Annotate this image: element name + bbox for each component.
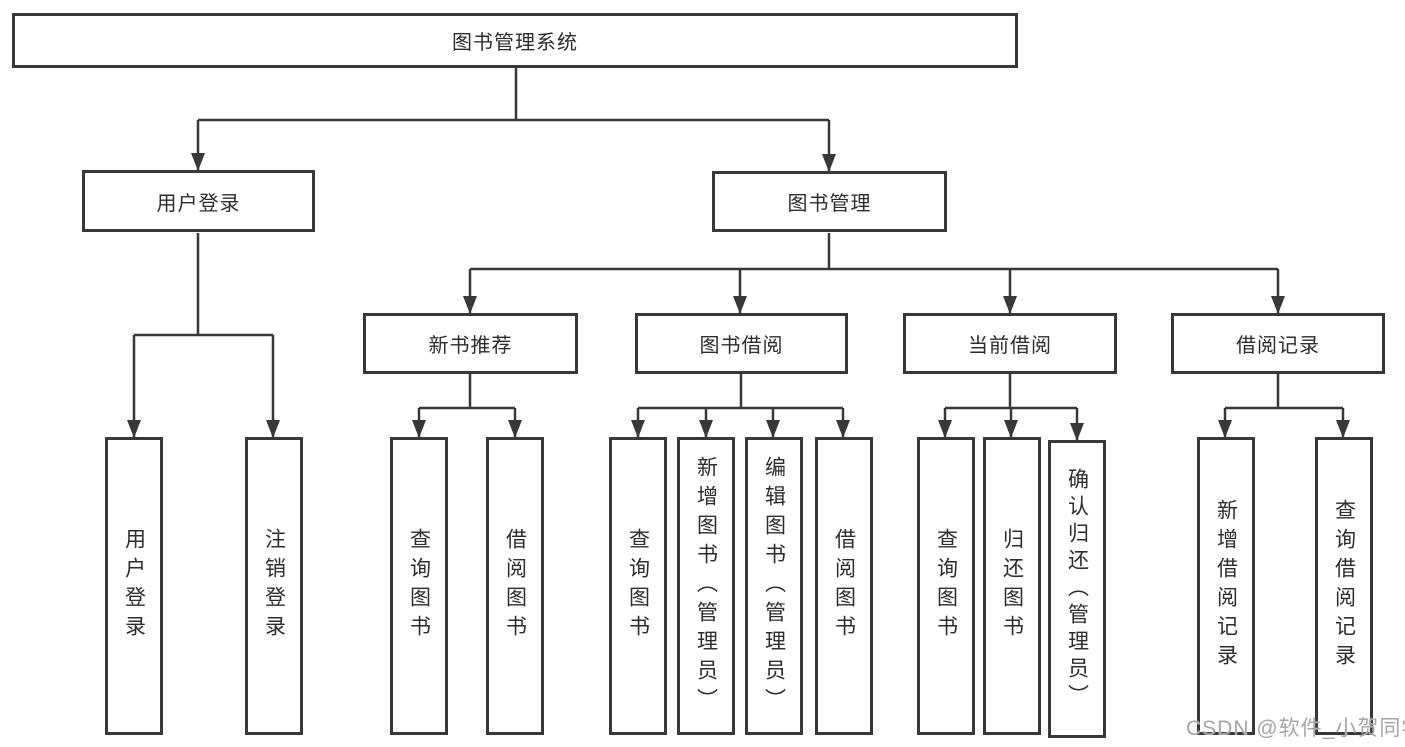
node-new-book-recommend: 新书推荐 [363, 313, 578, 374]
node-label: 借阅图书 [832, 528, 856, 644]
node-label: 确认归还（管理员） [1065, 467, 1089, 711]
node-borrow-records: 借阅记录 [1171, 313, 1385, 374]
leaf-confirm-return-admin: 确认归还（管理员） [1048, 440, 1106, 738]
node-label: 新增借阅记录 [1214, 499, 1238, 673]
node-label: 编辑图书（管理员） [762, 455, 786, 717]
leaf-return-book: 归还图书 [983, 437, 1041, 735]
node-label: 图书管理系统 [452, 32, 578, 54]
node-label: 图书借阅 [699, 335, 784, 357]
leaf-add-borrow-record: 新增借阅记录 [1197, 437, 1255, 735]
leaf-query-books-recommend: 查询图书 [390, 437, 448, 735]
node-book-borrow: 图书借阅 [635, 313, 848, 374]
leaf-query-borrow-record: 查询借阅记录 [1315, 437, 1373, 735]
node-user-login: 用户登录 [82, 170, 315, 232]
leaf-query-books-borrow: 查询图书 [609, 437, 667, 735]
node-label: 用户登录 [156, 192, 241, 215]
node-label: 查询图书 [934, 528, 958, 644]
leaf-borrow-books: 借阅图书 [815, 437, 873, 735]
csdn-watermark: CSDN @软件_小贺同学 [1186, 717, 1405, 740]
node-label: 借阅记录 [1236, 335, 1320, 357]
leaf-borrow-books-recommend: 借阅图书 [486, 437, 544, 735]
node-book-management: 图书管理 [712, 171, 947, 232]
node-label: 新书推荐 [428, 335, 513, 357]
node-label: 图书管理 [787, 193, 872, 215]
node-label: 注销登录 [262, 528, 286, 644]
leaf-add-book-admin: 新增图书（管理员） [677, 437, 735, 735]
node-library-management-system: 图书管理系统 [12, 13, 1018, 68]
leaf-user-login: 用户登录 [105, 437, 163, 735]
node-label: 查询图书 [626, 528, 650, 644]
node-label: 归还图书 [1000, 528, 1024, 644]
node-label: 借阅图书 [503, 528, 527, 644]
node-label: 查询图书 [407, 528, 431, 644]
node-current-borrow: 当前借阅 [903, 313, 1117, 374]
leaf-edit-book-admin: 编辑图书（管理员） [745, 437, 803, 735]
node-label: 当前借阅 [968, 335, 1052, 357]
node-label: 查询借阅记录 [1332, 499, 1356, 673]
node-label: 用户登录 [122, 528, 146, 644]
leaf-logout: 注销登录 [245, 437, 303, 735]
leaf-query-books-current: 查询图书 [917, 437, 975, 735]
node-label: 新增图书（管理员） [694, 455, 718, 717]
